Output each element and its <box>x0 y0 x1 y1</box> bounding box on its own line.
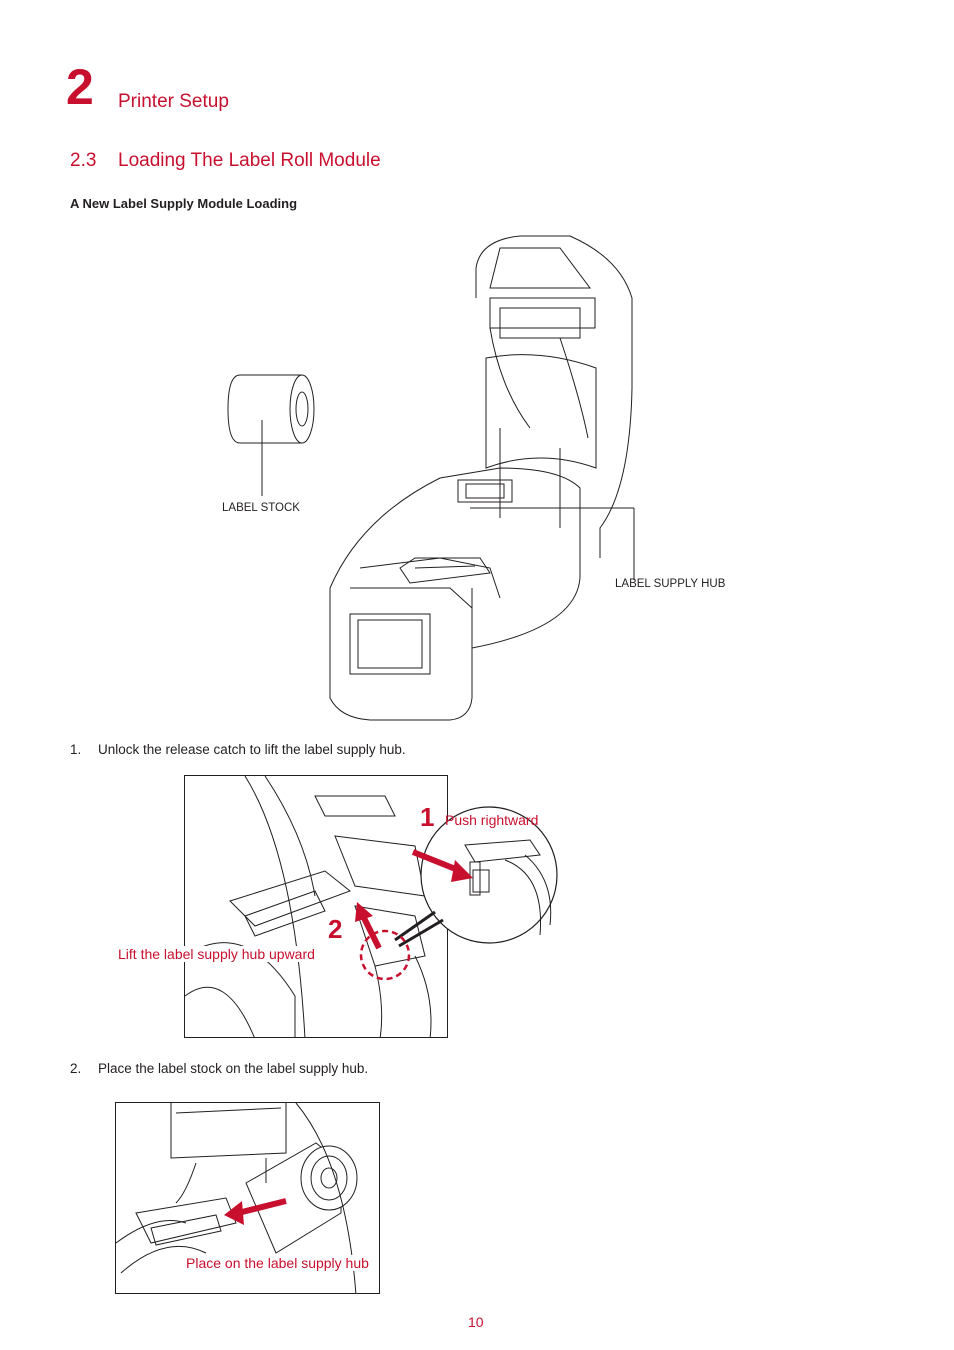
callout-2-text: Lift the label supply hub upward <box>118 946 315 962</box>
section-heading: 2.3 Loading The Label Roll Module <box>70 150 381 172</box>
section-title: Loading The Label Roll Module <box>118 150 381 171</box>
chapter-number: 2 <box>66 59 94 115</box>
chapter-title: Printer Setup <box>118 91 229 112</box>
place-label-drawing <box>116 1103 358 1293</box>
step-2-number: 2. <box>70 1061 82 1076</box>
label-supply-hub-caption: LABEL SUPPLY HUB <box>615 578 726 590</box>
page-number: 10 <box>468 1314 484 1330</box>
callout-2-number: 2 <box>328 914 343 944</box>
printer-open-illustration <box>200 228 740 728</box>
step-2: 2. Place the label stock on the label sup… <box>70 1061 368 1076</box>
zoom-callout-drawing <box>355 806 558 981</box>
callout-1-number: 1 <box>420 802 435 832</box>
step-1-text: Unlock the release catch to lift the lab… <box>98 742 406 757</box>
printer-drawing <box>227 235 635 721</box>
subheading: A New Label Supply Module Loading <box>70 196 298 211</box>
release-catch-figure <box>184 775 448 1038</box>
section-number: 2.3 <box>70 150 97 171</box>
zoom-callout <box>355 800 565 985</box>
step-1: 1. Unlock the release catch to lift the l… <box>70 742 406 757</box>
label-stock-caption: LABEL STOCK <box>222 502 300 514</box>
callout-1-text: Push rightward <box>445 812 539 828</box>
step-2-text: Place the label stock on the label suppl… <box>98 1061 369 1076</box>
place-label-caption: Place on the label supply hub <box>186 1255 369 1271</box>
step-1-number: 1. <box>70 742 82 757</box>
